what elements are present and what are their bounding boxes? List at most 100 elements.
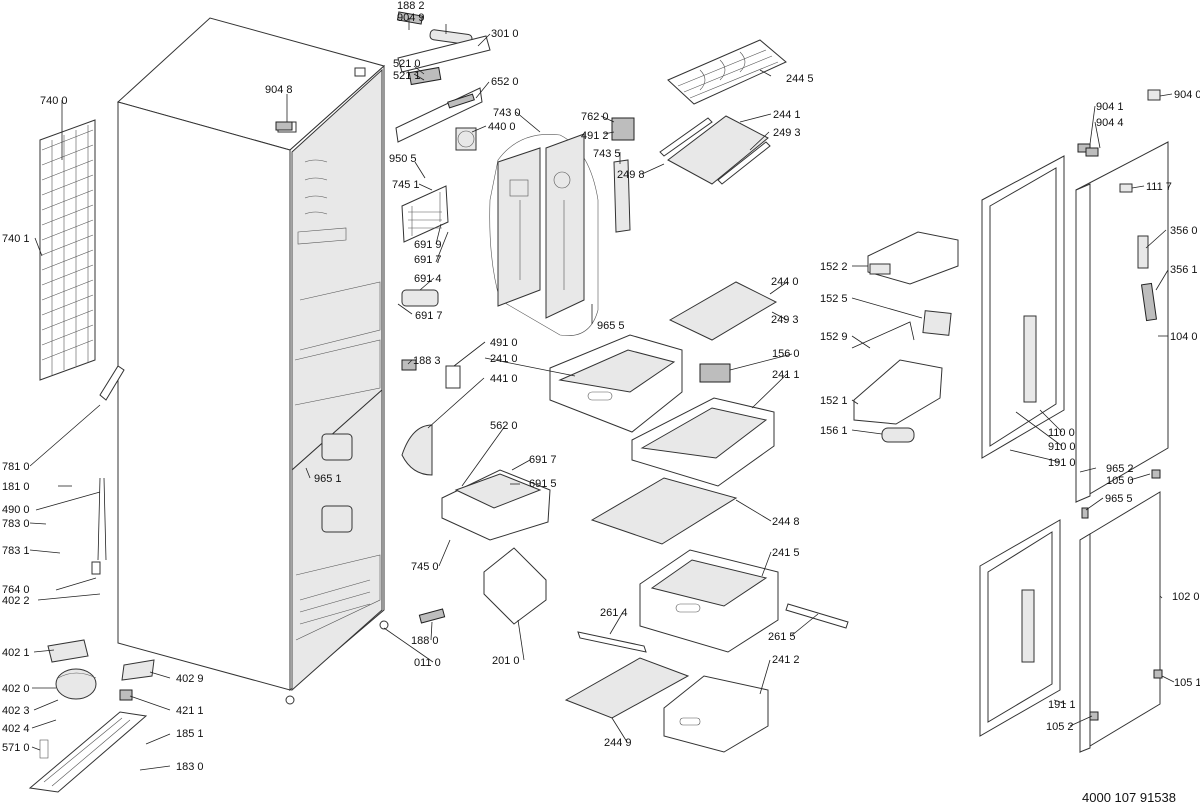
callout-102-0: 102 0 bbox=[1172, 591, 1200, 603]
callout-521-1: 521 1 bbox=[393, 70, 421, 82]
callout-188-2: 188 2 bbox=[397, 0, 425, 12]
evaporator-assembly bbox=[489, 117, 635, 337]
callout-191-0: 191 0 bbox=[1048, 457, 1076, 469]
glass-shelf-part bbox=[564, 657, 690, 719]
callout-743-5: 743 5 bbox=[593, 148, 621, 160]
callout-191-1: 191 1 bbox=[1048, 699, 1076, 711]
callout-402-3: 402 3 bbox=[2, 705, 30, 717]
callout-402-0: 402 0 bbox=[2, 683, 30, 695]
bracket-part bbox=[483, 547, 547, 625]
callout-691-5: 691 5 bbox=[529, 478, 557, 490]
top-controls-parts bbox=[275, 11, 491, 151]
callout-691-4: 691 4 bbox=[414, 273, 442, 285]
leader-lines bbox=[29, 18, 1175, 771]
door-bin-part bbox=[867, 231, 959, 285]
callout-152-1: 152 1 bbox=[820, 395, 848, 407]
callout-402-9: 402 9 bbox=[176, 673, 204, 685]
callout-521-0: 521 0 bbox=[393, 58, 421, 70]
callout-110-0: 110 0 bbox=[1048, 427, 1075, 439]
callout-183-0: 183 0 bbox=[176, 761, 204, 773]
callout-111-7: 111 7 bbox=[1146, 181, 1172, 193]
callout-402-4: 402 4 bbox=[2, 723, 30, 735]
callout-244-1: 244 1 bbox=[773, 109, 801, 121]
callout-249-3-upper: 249 3 bbox=[773, 127, 801, 139]
callout-241-2: 241 2 bbox=[772, 654, 800, 666]
callout-241-5: 241 5 bbox=[772, 547, 800, 559]
callout-244-9: 244 9 bbox=[604, 737, 632, 749]
condenser-part bbox=[39, 119, 96, 381]
callout-904-1: 904 1 bbox=[1096, 101, 1124, 113]
callout-740-1: 740 1 bbox=[2, 233, 30, 245]
crisper-drawer-part bbox=[631, 397, 775, 487]
callout-904-8: 904 8 bbox=[265, 84, 293, 96]
callout-185-1: 185 1 bbox=[176, 728, 204, 740]
callout-743-0: 743 0 bbox=[493, 107, 521, 119]
crisper-drawer-part bbox=[549, 334, 683, 433]
base-plate-part bbox=[28, 711, 148, 793]
callout-910-0: 910 0 bbox=[1048, 441, 1076, 453]
callout-783-0: 783 0 bbox=[2, 518, 30, 530]
callout-490-0: 490 0 bbox=[2, 504, 30, 516]
callout-156-0: 156 0 bbox=[772, 348, 800, 360]
callout-402-2: 402 2 bbox=[2, 595, 30, 607]
callout-201-0: 201 0 bbox=[492, 655, 520, 667]
callout-781-0: 781 0 bbox=[2, 461, 30, 473]
callout-965-2: 965 2 bbox=[1106, 463, 1134, 475]
callout-241-1: 241 1 bbox=[772, 369, 800, 381]
callout-188-0: 188 0 bbox=[411, 635, 439, 647]
fridge-door-gasket-part bbox=[981, 155, 1065, 459]
callout-904-4: 904 4 bbox=[1096, 117, 1124, 129]
callout-764-0: 764 0 bbox=[2, 584, 30, 596]
glass-shelf-part bbox=[667, 115, 769, 185]
cabinet-body bbox=[116, 17, 389, 705]
callout-356-0: 356 0 bbox=[1170, 225, 1198, 237]
callout-440-0: 440 0 bbox=[488, 121, 516, 133]
callout-904-9: 904 9 bbox=[397, 12, 425, 24]
callout-965-1: 965 1 bbox=[314, 473, 342, 485]
callout-105-0: 105 0 bbox=[1106, 475, 1134, 487]
callout-labels: 188 2 904 9 301 0 521 0 521 1 652 0 904 … bbox=[2, 0, 1200, 773]
freezer-drawer-part bbox=[663, 675, 769, 753]
callout-152-5: 152 5 bbox=[820, 293, 848, 305]
callout-301-0: 301 0 bbox=[491, 28, 519, 40]
callout-491-0: 491 0 bbox=[490, 337, 518, 349]
callout-652-0: 652 0 bbox=[491, 76, 519, 88]
callout-965-5-b: 965 5 bbox=[1105, 493, 1133, 505]
callout-156-1: 156 1 bbox=[820, 425, 848, 437]
callout-402-1: 402 1 bbox=[2, 647, 30, 659]
callout-950-5: 950 5 bbox=[389, 153, 417, 165]
fridge-door-part bbox=[1075, 141, 1169, 503]
freezer-door-part bbox=[1079, 491, 1161, 753]
freezer-door-gasket-part bbox=[979, 519, 1061, 737]
callout-571-0: 571 0 bbox=[2, 742, 30, 754]
wine-rack-part bbox=[667, 39, 787, 105]
callout-965-5-a: 965 5 bbox=[597, 320, 625, 332]
callout-691-9: 691 9 bbox=[414, 239, 442, 251]
callout-441-0: 441 0 bbox=[490, 373, 518, 385]
callout-105-2: 105 2 bbox=[1046, 721, 1074, 733]
callout-261-4: 261 4 bbox=[600, 607, 628, 619]
callout-691-7-b: 691 7 bbox=[415, 310, 443, 322]
callout-244-0: 244 0 bbox=[771, 276, 799, 288]
heater-part bbox=[401, 185, 449, 243]
callout-261-5: 261 5 bbox=[768, 631, 796, 643]
callout-356-1: 356 1 bbox=[1170, 264, 1198, 276]
callout-249-3-lower: 249 3 bbox=[771, 314, 799, 326]
door-bin-part bbox=[853, 359, 943, 425]
callout-783-1: 783 1 bbox=[2, 545, 30, 557]
glass-shelf-part bbox=[668, 281, 778, 341]
callout-241-0: 241 0 bbox=[490, 353, 518, 365]
glass-shelf-part bbox=[590, 477, 738, 545]
callout-104-0: 104 0 bbox=[1170, 331, 1198, 343]
callout-188-3: 188 3 bbox=[413, 355, 441, 367]
callout-691-7-c: 691 7 bbox=[529, 454, 557, 466]
callout-904-0: 904 0 bbox=[1174, 89, 1200, 101]
callout-244-8: 244 8 bbox=[772, 516, 800, 528]
callout-249-8: 249 8 bbox=[617, 169, 645, 181]
light-cover-part bbox=[401, 289, 439, 307]
callout-762-0: 762 0 bbox=[581, 111, 609, 123]
damper-part bbox=[441, 469, 551, 541]
freezer-drawer-part bbox=[639, 549, 779, 653]
document-reference-number: 4000 107 91538 bbox=[1082, 790, 1176, 805]
